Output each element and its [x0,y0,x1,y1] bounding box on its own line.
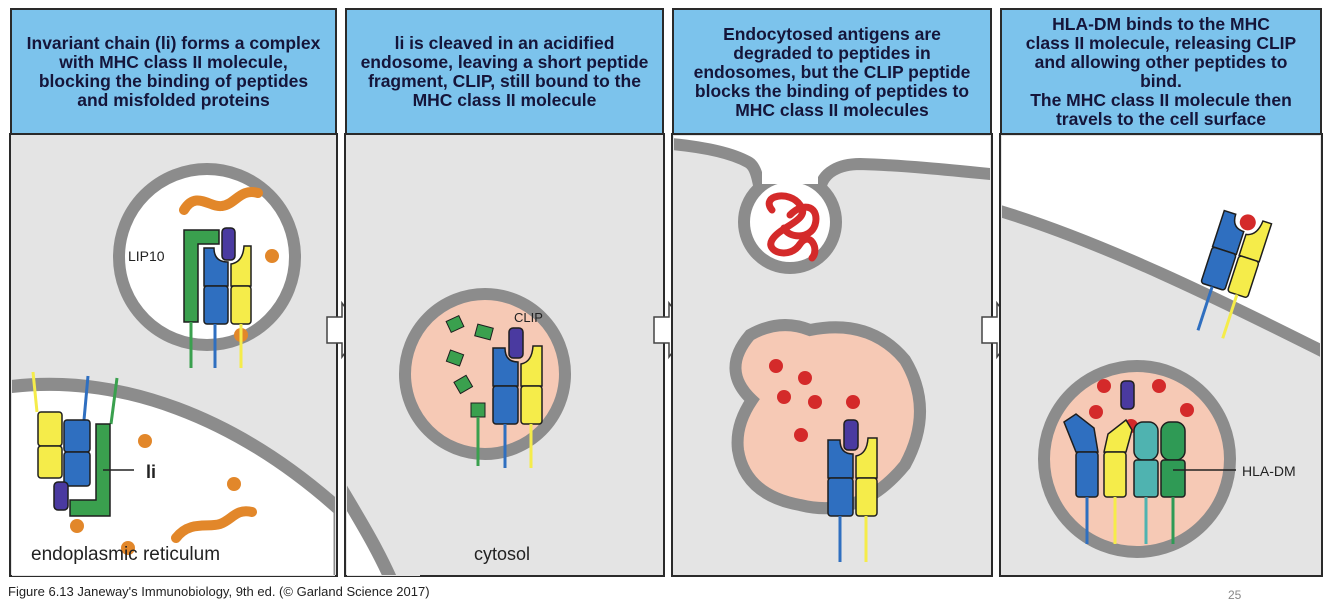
li-fragment [470,402,486,418]
heading-line: endosomes, but the CLIP peptide [693,61,971,82]
peptide [846,395,860,409]
er-membrane [347,485,397,576]
li-fragment [474,323,494,341]
mhc-li-complex [183,227,252,368]
empty-mhc-class-ii [1063,413,1133,544]
endosome [1038,360,1236,558]
panel-2: CLIP cytosol [344,133,665,577]
heading-line: blocks the binding of peptides to [694,80,970,101]
peptide [265,249,279,263]
peptide [138,434,152,448]
panel-3-heading: Endocytosed antigens are degraded to pep… [672,8,992,136]
heading-line: class II molecule, releasing CLIP [1025,33,1297,53]
clip-label: CLIP [514,310,543,325]
mhc-clip-complex [827,419,878,562]
figure-caption: Figure 6.13 Janeway's Immunobiology, 9th… [8,584,430,599]
peptide [798,371,812,385]
peptide [1152,379,1166,393]
panel-4-heading: HLA-DM binds to the MHC class II molecul… [1000,8,1322,136]
peptide [121,541,135,555]
panel-1-heading: Invariant chain (li) forms a complex wit… [10,8,337,136]
misfolded-protein [171,506,257,543]
heading-line: and allowing other peptides to bind. [1034,52,1288,91]
peptide [1089,405,1103,419]
heading-line: HLA-DM binds to the MHC [1052,14,1270,34]
surface-mhc-class-ii [1196,209,1273,339]
cytosol-label: cytosol [474,544,530,564]
vesicle-neck [762,162,818,184]
er-label: endoplasmic reticulum [31,544,220,565]
er-mhc-li-complex [31,371,134,517]
li-fragment [445,349,465,367]
heading-line: Endocytosed antigens are [723,23,941,44]
li-fragment [453,374,474,395]
heading-line: The MHC class II molecule then [1030,90,1292,110]
heading-line: travels to the cell surface [1055,109,1267,129]
peptide [777,390,791,404]
mhc-clip-complex [492,327,543,468]
misfolded-protein [179,187,263,215]
antigen [765,192,820,262]
hla-dm-molecule [1133,421,1236,544]
panel-2-heading: li is cleaved in an acidified endosome, … [345,8,664,136]
li-fragment [445,314,465,334]
heading-line: li is cleaved in an acidified [394,33,615,53]
peptide [1097,379,1111,393]
hla-dm-label: HLA-DM [1242,463,1296,479]
heading-line: with MHC class II molecule, [59,52,288,72]
panel-4: HLA-DM [999,133,1323,577]
peptide [808,395,822,409]
peptide [769,359,783,373]
peptide [1180,403,1194,417]
page-number: 25 [1228,588,1242,602]
heading-line: endosome, leaving a short peptide [360,52,649,72]
heading-line: MHC class II molecule [412,90,597,110]
lip10-label: LIP10 [128,248,165,264]
er-membrane [12,377,335,576]
clip-peptide [508,327,524,359]
peptide [70,519,84,533]
panel-3 [671,133,993,577]
peptide [227,477,241,491]
heading-line: and misfolded proteins [77,90,270,110]
li-clip-segment [221,227,236,261]
released-clip [1120,380,1135,410]
li-label: li [146,462,156,482]
heading-line: fragment, CLIP, still bound to the [368,71,641,91]
heading-line: Invariant chain (li) forms a complex [26,33,321,53]
heading-line: MHC class II molecules [735,99,929,120]
peptide [794,428,808,442]
heading-line: blocking the binding of peptides [38,71,309,91]
heading-line: degraded to peptides in [733,42,931,63]
panel-1: LIP10 li endoplasmic reticulum [9,133,338,577]
